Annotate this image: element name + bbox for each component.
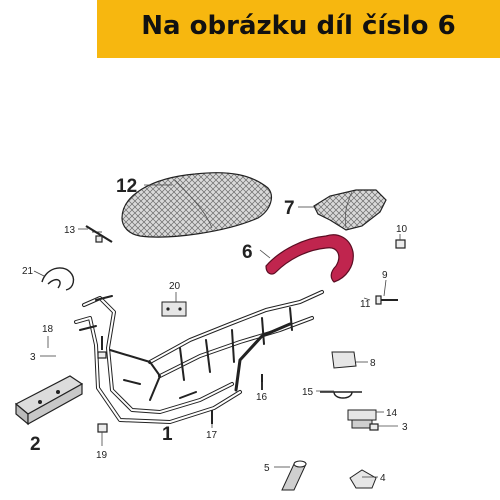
callout-8: 8 bbox=[370, 358, 376, 369]
leader-lines bbox=[33, 184, 401, 478]
callout-9: 9 bbox=[382, 270, 388, 281]
callout-18: 18 bbox=[42, 324, 54, 335]
callout-3-right: 3 bbox=[402, 422, 408, 433]
callout-3-left: 3 bbox=[30, 352, 36, 363]
callout-5: 5 bbox=[264, 463, 270, 474]
banner-title: Na obrázku díl číslo 6 bbox=[141, 11, 456, 41]
part-clip bbox=[349, 469, 377, 489]
callout-4: 4 bbox=[380, 473, 386, 484]
part-seat bbox=[121, 172, 272, 238]
callout-17: 17 bbox=[206, 430, 218, 441]
callout-10: 10 bbox=[396, 224, 408, 235]
title-banner: Na obrázku díl číslo 6 bbox=[97, 0, 500, 58]
callout-21: 21 bbox=[22, 266, 34, 277]
part-wire-clip bbox=[41, 267, 75, 291]
part-mount-plate bbox=[161, 301, 187, 317]
callout-14: 14 bbox=[386, 408, 398, 419]
part-rod bbox=[320, 391, 362, 399]
part-rear-cover bbox=[313, 189, 387, 231]
part-footrest-bracket bbox=[14, 375, 84, 426]
callout-7: 7 bbox=[284, 198, 295, 219]
callout-2: 2 bbox=[30, 434, 41, 455]
callout-1: 1 bbox=[162, 424, 173, 445]
callout-12: 12 bbox=[116, 176, 137, 197]
part-main-frame bbox=[74, 290, 324, 424]
callout-20: 20 bbox=[169, 281, 181, 292]
callout-15: 15 bbox=[302, 387, 314, 398]
callout-13: 13 bbox=[64, 225, 76, 236]
callout-11: 11 bbox=[360, 299, 371, 310]
part-grab-rail bbox=[265, 234, 354, 283]
fasteners bbox=[85, 225, 406, 433]
callout-6: 6 bbox=[242, 242, 253, 263]
part-side-plate bbox=[331, 351, 357, 369]
part-sleeve bbox=[281, 460, 307, 491]
callout-16: 16 bbox=[256, 392, 268, 403]
callout-19: 19 bbox=[96, 450, 108, 461]
